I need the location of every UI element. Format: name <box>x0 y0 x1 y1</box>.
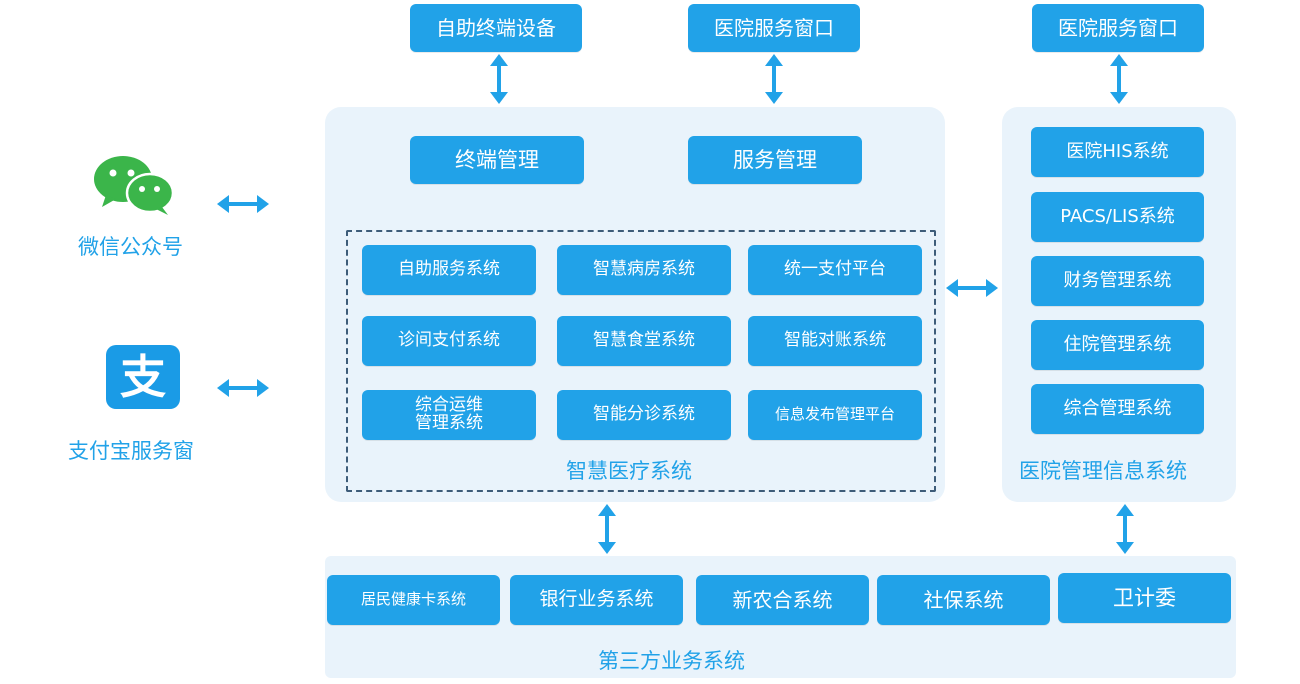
third-party-bank[interactable]: 银行业务系统 <box>510 575 683 625</box>
arrow-wechat <box>217 195 269 213</box>
alipay-icon[interactable]: 支 <box>106 345 180 409</box>
arrow-window1-vertical <box>765 54 783 104</box>
terminal-management-box[interactable]: 终端管理 <box>410 136 584 184</box>
third-party-health-card[interactable]: 居民健康卡系统 <box>327 575 500 625</box>
arrow-smart-thirdparty <box>598 504 616 554</box>
arrow-hmis-thirdparty <box>1116 504 1134 554</box>
module-smart-ward[interactable]: 智慧病房系统 <box>557 245 731 295</box>
third-party-ncms[interactable]: 新农合系统 <box>696 575 869 625</box>
arrow-terminal-vertical <box>490 54 508 104</box>
arrow-window2-vertical <box>1110 54 1128 104</box>
wechat-icon[interactable] <box>94 155 176 217</box>
hmis-pacs-lis[interactable]: PACS/LIS系统 <box>1031 192 1204 242</box>
third-party-social-security[interactable]: 社保系统 <box>877 575 1050 625</box>
arrow-alipay <box>217 379 269 397</box>
hospital-window-box-1[interactable]: 医院服务窗口 <box>688 4 860 52</box>
hmis-finance[interactable]: 财务管理系统 <box>1031 256 1204 306</box>
alipay-icon-glyph: 支 <box>120 350 166 404</box>
module-smart-triage[interactable]: 智能分诊系统 <box>557 390 731 440</box>
module-info-publish[interactable]: 信息发布管理平台 <box>748 390 922 440</box>
smart-medical-title: 智慧医疗系统 <box>566 459 692 483</box>
hmis-integrated[interactable]: 综合管理系统 <box>1031 384 1204 434</box>
hmis-inpatient[interactable]: 住院管理系统 <box>1031 320 1204 370</box>
module-self-service[interactable]: 自助服务系统 <box>362 245 536 295</box>
alipay-label: 支付宝服务窗 <box>68 439 194 463</box>
wechat-label: 微信公众号 <box>78 235 183 259</box>
third-party-health-commission[interactable]: 卫计委 <box>1058 573 1231 623</box>
hmis-title: 医院管理信息系统 <box>1019 459 1187 483</box>
service-management-box[interactable]: 服务管理 <box>688 136 862 184</box>
hmis-his[interactable]: 医院HIS系统 <box>1031 127 1204 177</box>
hospital-window-box-2[interactable]: 医院服务窗口 <box>1032 4 1204 52</box>
module-unified-payment[interactable]: 统一支付平台 <box>748 245 922 295</box>
module-ops-management[interactable]: 综合运维 管理系统 <box>362 390 536 440</box>
smart-medical-dashed-frame <box>346 230 936 492</box>
self-terminal-box[interactable]: 自助终端设备 <box>410 4 582 52</box>
third-party-title: 第三方业务系统 <box>598 649 745 673</box>
module-smart-reconcile[interactable]: 智能对账系统 <box>748 316 922 366</box>
module-clinic-payment[interactable]: 诊间支付系统 <box>362 316 536 366</box>
module-smart-canteen[interactable]: 智慧食堂系统 <box>557 316 731 366</box>
arrow-smart-hmis <box>946 279 998 297</box>
